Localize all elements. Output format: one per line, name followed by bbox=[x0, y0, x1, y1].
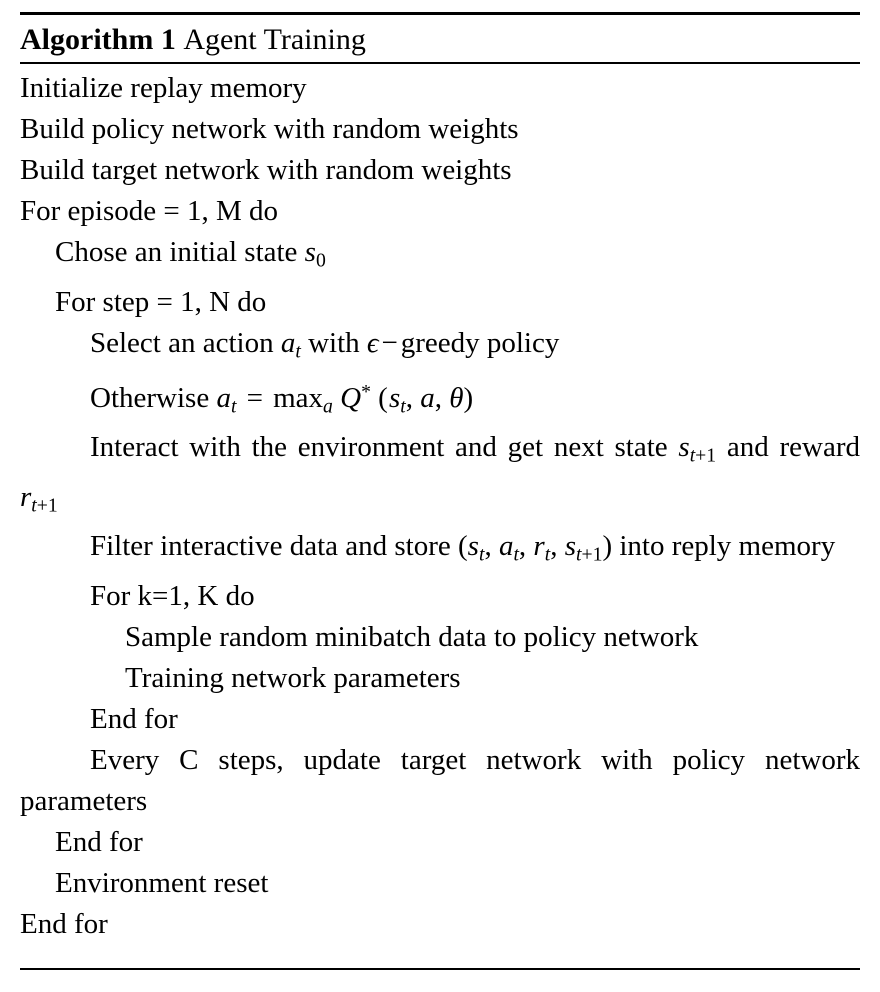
top-rule bbox=[20, 12, 860, 15]
step-build-target-network: Build target network with random weights bbox=[20, 154, 512, 186]
algorithm-steps: Initialize replay memory Build policy ne… bbox=[20, 68, 860, 945]
step-interact-environment: Interact with the environment and get ne… bbox=[20, 431, 860, 517]
header-rule bbox=[20, 62, 860, 64]
step-environment-reset: Environment reset bbox=[55, 866, 269, 899]
step-end-for-k: End for bbox=[90, 702, 178, 735]
step-end-for-step: End for bbox=[55, 825, 143, 858]
algorithm-title: Algorithm 1 Agent Training bbox=[20, 20, 860, 60]
step-for-episode: For episode = 1, M do bbox=[20, 195, 279, 227]
step-chose-initial-state: Chose an initial state s0 bbox=[55, 236, 326, 272]
bottom-rule bbox=[20, 968, 860, 970]
step-update-target-network: Every C steps, update target network wit… bbox=[20, 743, 860, 817]
algorithm-label: Algorithm 1 bbox=[20, 23, 176, 56]
step-for-step: For step = 1, N do bbox=[55, 285, 267, 318]
step-filter-store-transition: Filter interactive data and store (st, a… bbox=[90, 530, 836, 566]
algorithm-name: Agent Training bbox=[183, 23, 366, 56]
step-build-policy-network: Build policy network with random weights bbox=[20, 113, 519, 145]
step-for-k: For k=1, K do bbox=[90, 579, 255, 612]
step-sample-minibatch: Sample random minibatch data to policy n… bbox=[125, 620, 699, 653]
step-end-for-episode: End for bbox=[20, 907, 108, 940]
step-select-action: Select an action at with ϵ−greedy policy bbox=[90, 326, 560, 363]
step-training-network-parameters: Training network parameters bbox=[125, 661, 461, 694]
step-otherwise-max-q: Otherwise at = maxa Q* (st, a, θ) bbox=[90, 381, 475, 418]
step-init-replay-memory: Initialize replay memory bbox=[20, 72, 307, 104]
